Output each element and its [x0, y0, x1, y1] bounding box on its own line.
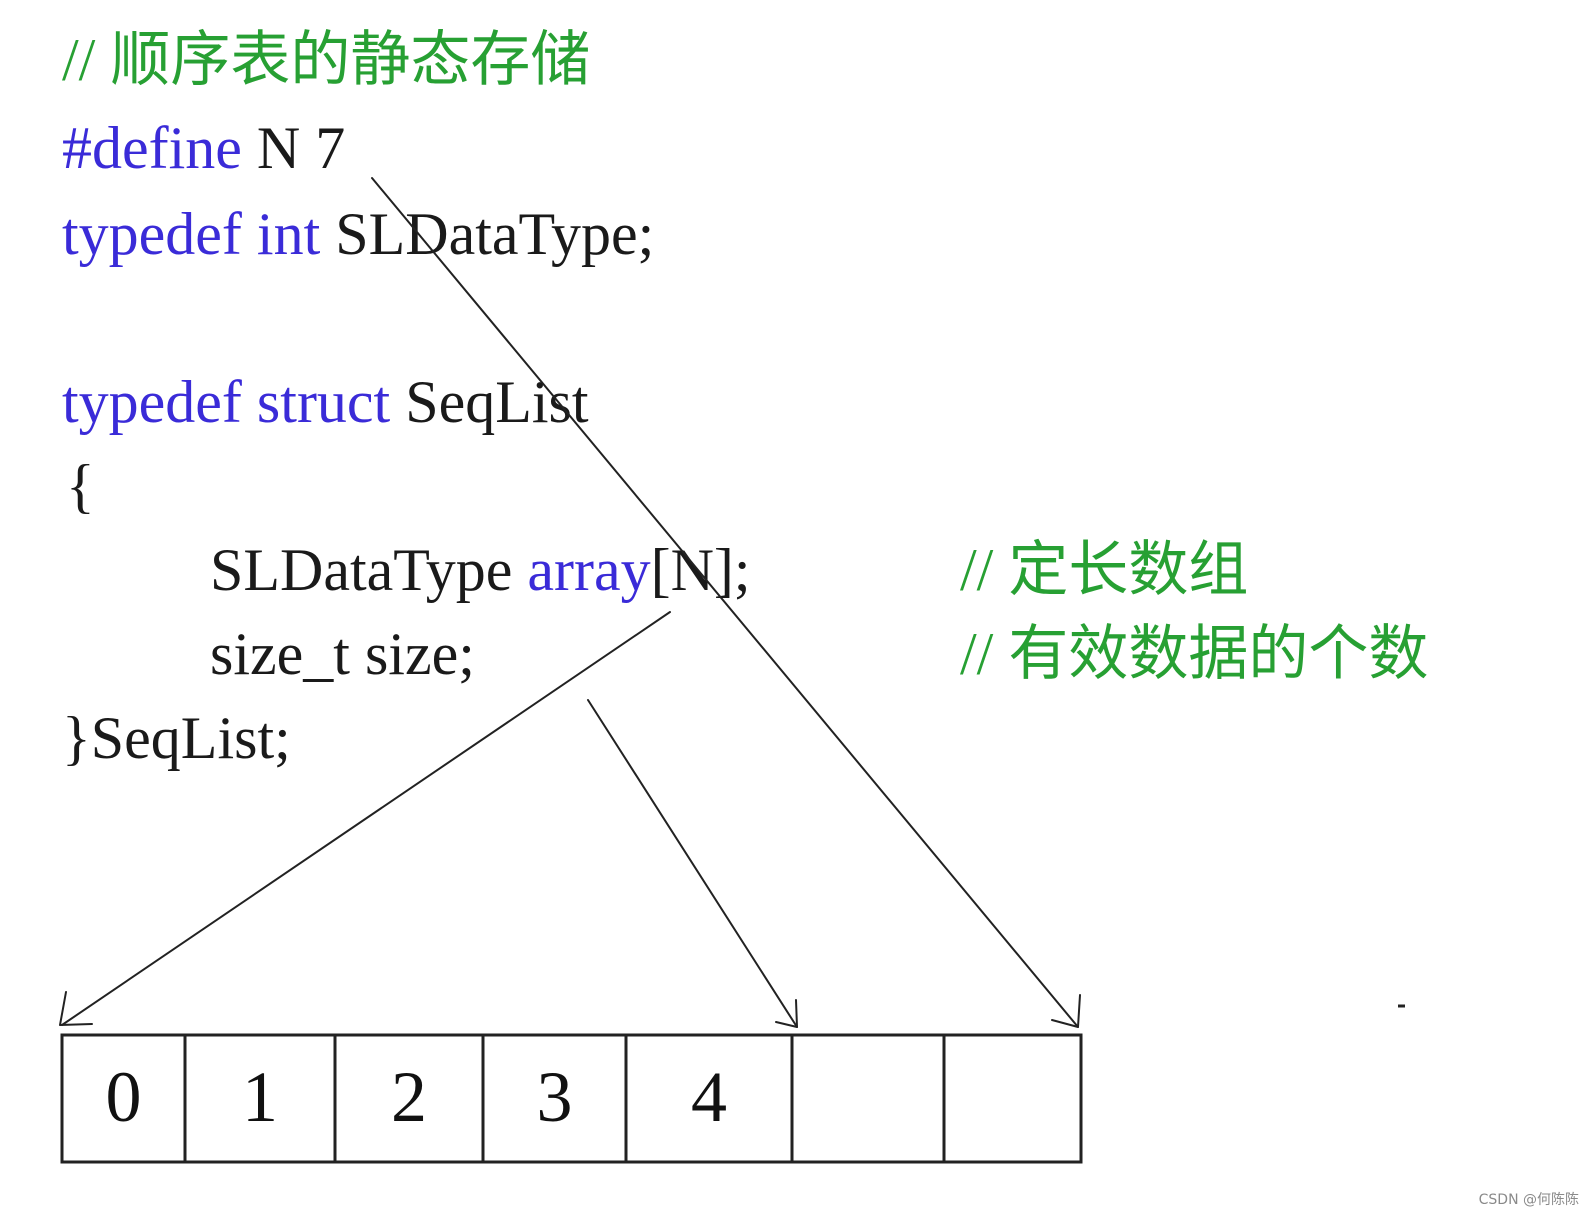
define-keyword: #define — [62, 115, 242, 181]
typedef-int-line: typedef int SLDataType; — [62, 204, 654, 264]
array-cell-1: 1 — [242, 1057, 278, 1137]
array-member-line: SLDataType array[N]; — [210, 540, 751, 600]
arrow-size-to-index5 — [587, 699, 798, 1028]
sldatatype-name: SLDataType; — [320, 201, 655, 267]
size-member-line: size_t size; — [210, 621, 475, 687]
arrow-head-array-start — [59, 991, 93, 1026]
typedef-keyword-2: typedef — [62, 369, 242, 435]
array-cell-0: 0 — [105, 1057, 142, 1137]
array-name: array — [527, 537, 651, 603]
watermark: CSDN @何陈陈 — [1478, 1192, 1579, 1208]
close-line: }SeqList; — [62, 705, 291, 771]
array-cell-2: 2 — [391, 1057, 427, 1137]
array-bracket: [N]; — [650, 537, 751, 603]
arrow-head-size — [775, 999, 798, 1028]
comment-title: // 顺序表的静态存储 — [62, 27, 591, 93]
struct-keyword: struct — [256, 369, 391, 435]
array-cell-3: 3 — [536, 1057, 573, 1137]
define-line: #define N 7 — [62, 118, 345, 178]
array-cell-4: 4 — [691, 1057, 727, 1137]
array-type: SLDataType — [210, 537, 528, 603]
struct-name: SeqList — [390, 369, 589, 435]
size-comment: // 有效数据的个数 — [960, 621, 1429, 687]
array-cell-5 — [792, 1035, 944, 1160]
typedef-struct-line: typedef struct SeqList — [62, 372, 589, 432]
define-value: N 7 — [241, 115, 346, 181]
typedef-keyword: typedef — [62, 201, 242, 267]
array-comment: // 定长数组 — [960, 537, 1249, 603]
arrow-head-array-end — [1051, 994, 1081, 1028]
open-brace: { — [66, 453, 95, 519]
array-cell-6 — [944, 1035, 1081, 1160]
int-keyword: int — [256, 201, 321, 267]
